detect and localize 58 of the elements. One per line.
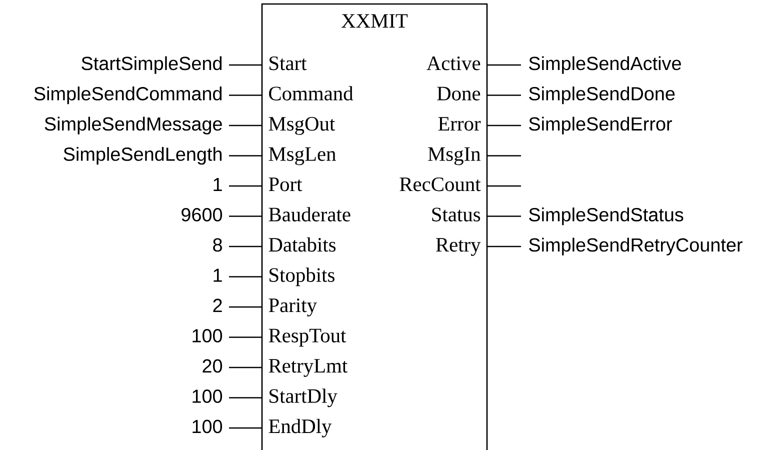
input-pin-label: Databits — [268, 237, 336, 252]
input-pin-label: MsgLen — [268, 147, 336, 166]
output-pin-label: Status — [432, 208, 480, 222]
connector-line — [229, 246, 262, 248]
connector-line — [487, 185, 521, 187]
output-pin-label: Active — [426, 56, 480, 70]
connector-line — [487, 94, 521, 96]
input-pin-label: StartDly — [270, 388, 338, 408]
input-signal-label: 2 — [213, 298, 222, 312]
input-pin-label: Port — [268, 178, 302, 192]
input-signal-label: 1 — [214, 178, 222, 191]
input-signal-label: 100 — [192, 420, 222, 434]
input-pin-label: MsgOut — [268, 116, 336, 135]
output-pin-label: Done — [437, 86, 480, 100]
input-signal-label: 100 — [192, 329, 222, 342]
connector-line — [229, 366, 262, 368]
connector-line — [487, 216, 521, 217]
connector-line — [229, 64, 262, 66]
connector-line — [229, 276, 262, 278]
output-pin-label: Retry — [436, 238, 481, 256]
output-signal-label: SimpleSendActive — [529, 56, 681, 74]
input-signal-label: 100 — [192, 390, 222, 403]
connector-line — [487, 64, 521, 66]
output-pin-label: RecCount — [400, 177, 481, 192]
output-signal-label: SimpleSendRetryCounter — [529, 238, 742, 256]
input-pin-label: Stopbits — [270, 268, 334, 286]
input-pin-label: Parity — [268, 298, 317, 316]
output-signal-label: SimpleSendError — [529, 116, 672, 134]
connector-line — [229, 124, 262, 126]
input-pin-label: Command — [269, 86, 354, 100]
connector-line — [229, 94, 262, 96]
connector-line — [229, 427, 262, 429]
input-pin-label: RetryLmt — [268, 359, 348, 377]
output-pin-label: Error — [438, 117, 481, 131]
input-signal-label: SimpleSendLength — [64, 147, 222, 165]
input-signal-label: 9600 — [182, 208, 222, 222]
connector-line — [487, 155, 521, 156]
input-pin-label: EndDly — [268, 418, 332, 438]
input-signal-label: 1 — [214, 268, 222, 282]
input-pin-label: Start — [270, 56, 307, 70]
connector-line — [229, 216, 262, 217]
connector-line — [487, 124, 521, 126]
connector-line — [229, 306, 262, 308]
output-pin-label: MsgIn — [428, 147, 480, 166]
connector-line — [229, 155, 262, 156]
input-signal-label: StartSimpleSend — [82, 56, 222, 74]
input-pin-label: Bauderate — [268, 207, 350, 222]
connector-line — [229, 185, 262, 187]
input-signal-label: 8 — [213, 238, 222, 252]
connector-line — [229, 397, 262, 398]
connector-line — [487, 246, 521, 248]
input-signal-label: SimpleSendCommand — [34, 86, 222, 104]
connector-line — [229, 336, 262, 338]
input-signal-label: 20 — [202, 359, 222, 373]
input-signal-label: SimpleSendMessage — [44, 116, 222, 134]
input-pin-label: RespTout — [268, 328, 346, 347]
output-signal-label: SimpleSendStatus — [529, 208, 684, 226]
output-signal-label: SimpleSendDone — [529, 86, 675, 104]
